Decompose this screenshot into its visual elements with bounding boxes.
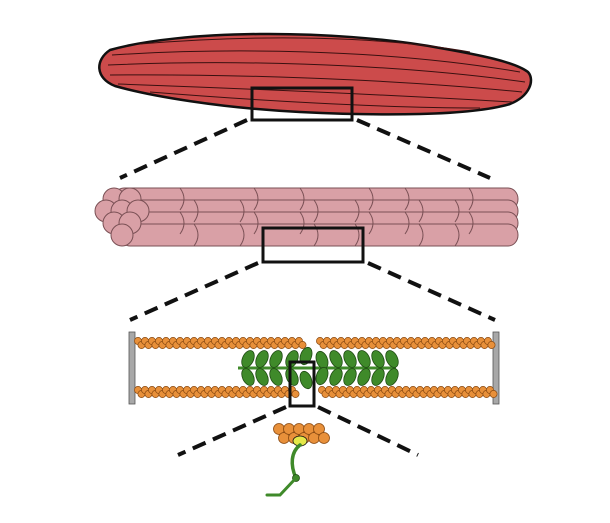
myosin-actin-icon: [265, 423, 330, 497]
fiber-segment-line: [299, 211, 305, 235]
myosin-head: [269, 368, 283, 386]
myosin-head: [385, 368, 399, 386]
fiber-bundle-icon: [94, 187, 519, 264]
fiber-segment-line: [368, 187, 374, 211]
fiber-segment-line: [193, 223, 199, 247]
fiber-segment-line: [239, 199, 245, 223]
fiber-segment-line: [368, 211, 374, 235]
actin-bead: [487, 341, 496, 349]
myosin-head: [255, 350, 269, 368]
actin-top-left: [134, 337, 307, 349]
myosin-head: [269, 350, 283, 368]
fiber-segment-line: [313, 199, 319, 223]
fiber-end-cap: [110, 223, 134, 247]
myosin-head: [329, 350, 343, 368]
fiber-segment-line: [253, 187, 259, 211]
fiber-segment-line: [418, 199, 424, 223]
zoom-lines-3: [177, 405, 419, 457]
myosin-filament: [238, 346, 399, 390]
zoom-lines-1: [119, 118, 491, 180]
actin-top-right: [316, 337, 496, 349]
fiber-segment-line: [354, 199, 360, 223]
fiber-segment-line: [179, 211, 185, 235]
actin-bottom-left: [134, 386, 300, 398]
fiber-segment-line: [468, 187, 474, 211]
actin-bead: [298, 341, 307, 349]
actin-bead: [489, 390, 498, 398]
myosin-head: [329, 368, 343, 386]
muscle-belly-icon: [98, 32, 533, 122]
zoom-lines-2: [129, 261, 496, 322]
myosin-head: [371, 350, 385, 368]
myosin-head: [285, 350, 299, 368]
fiber-segment-line: [354, 223, 360, 247]
fiber-segment-line: [253, 211, 259, 235]
myosin-head: [357, 368, 371, 386]
actin-bottom-right: [318, 386, 498, 398]
actin-filaments: [134, 337, 498, 398]
fiber-segment-line: [193, 199, 199, 223]
actin-bead: [291, 390, 300, 398]
actin-bead: [313, 423, 325, 435]
myosin-head: [255, 368, 269, 386]
myosin-tail: [265, 476, 298, 497]
sarcomere-zoom-box: [288, 360, 316, 408]
fiber-segment-line: [454, 223, 460, 247]
actin-bead: [318, 432, 330, 444]
myosin-head: [299, 346, 313, 366]
myosin-head: [315, 366, 329, 386]
myosin-head: [285, 368, 299, 386]
myosin-neck: [290, 443, 302, 480]
fiber-segment-line: [454, 199, 460, 223]
myosin-head: [241, 368, 255, 386]
muscle-zoom-box: [250, 86, 354, 122]
fiber-segment-line: [404, 187, 410, 211]
myosin-head: [241, 350, 255, 368]
myosin-head: [343, 368, 357, 386]
fiber-segment-line: [239, 223, 245, 247]
myosin-head: [357, 350, 371, 368]
sarcomere-icon: [128, 331, 500, 408]
z-disc-right: [492, 331, 500, 405]
bundle-zoom-box: [261, 226, 365, 264]
fiber-segment-line: [313, 223, 319, 247]
fiber-segment-line: [418, 223, 424, 247]
myosin-head: [299, 370, 313, 390]
fiber-segment-line: [468, 211, 474, 235]
myosin-head: [343, 350, 357, 368]
myosin-head: [385, 350, 399, 368]
myosin-head: [371, 368, 385, 386]
fiber-segment-line: [179, 187, 185, 211]
z-disc-left: [128, 331, 136, 405]
fiber-segment-line: [404, 211, 410, 235]
fiber-segment-line: [299, 187, 305, 211]
